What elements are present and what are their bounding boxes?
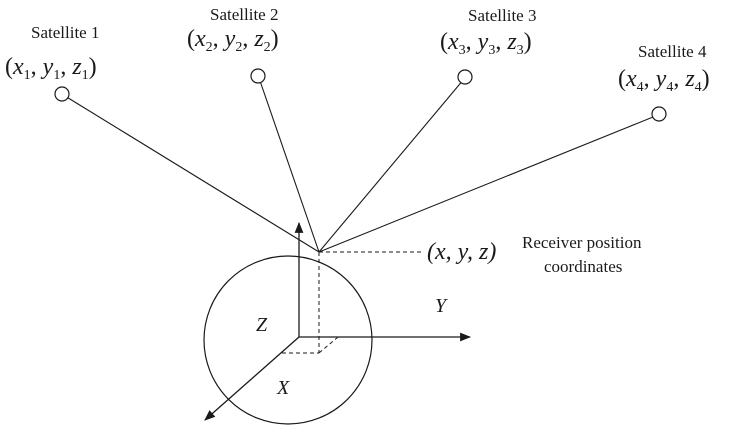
satellite-3-label: Satellite 3 — [468, 6, 536, 25]
signal-line-satellite-4 — [318, 114, 659, 253]
earth-circle — [203, 255, 373, 425]
satellite-3-marker — [457, 69, 473, 85]
x-axis-label: X — [276, 377, 290, 399]
projection-lines — [282, 251, 421, 354]
y-axis-label: Y — [435, 295, 448, 317]
satellite-1-marker — [54, 86, 70, 102]
satellite-3-coordinates: (x3, y3, z3) — [440, 29, 532, 58]
signal-line-satellite-3 — [318, 78, 465, 253]
x-axis-arrow — [204, 336, 300, 421]
satellite-4-marker — [651, 106, 667, 122]
satellite-2-marker — [250, 68, 266, 84]
satellite-1-coordinates: (x1, y1, z1) — [5, 54, 97, 83]
satellite-2-coordinates: (x2, y2, z2) — [187, 26, 279, 55]
satellite-4-label: Satellite 4 — [638, 42, 707, 61]
satellite-2-label: Satellite 2 — [210, 5, 278, 24]
satellite-4-coordinates: (x4, y4, z4) — [618, 66, 710, 95]
receiver-label-line-2: coordinates — [544, 257, 622, 276]
signal-line-satellite-2 — [258, 77, 320, 253]
satellite-1-label: Satellite 1 — [31, 23, 99, 42]
signal-line-satellite-1 — [64, 95, 320, 253]
z-axis-label: Z — [256, 314, 268, 336]
receiver-label-line-1: Receiver position — [522, 233, 642, 252]
receiver-coordinates: (x, y, z) — [427, 239, 496, 265]
